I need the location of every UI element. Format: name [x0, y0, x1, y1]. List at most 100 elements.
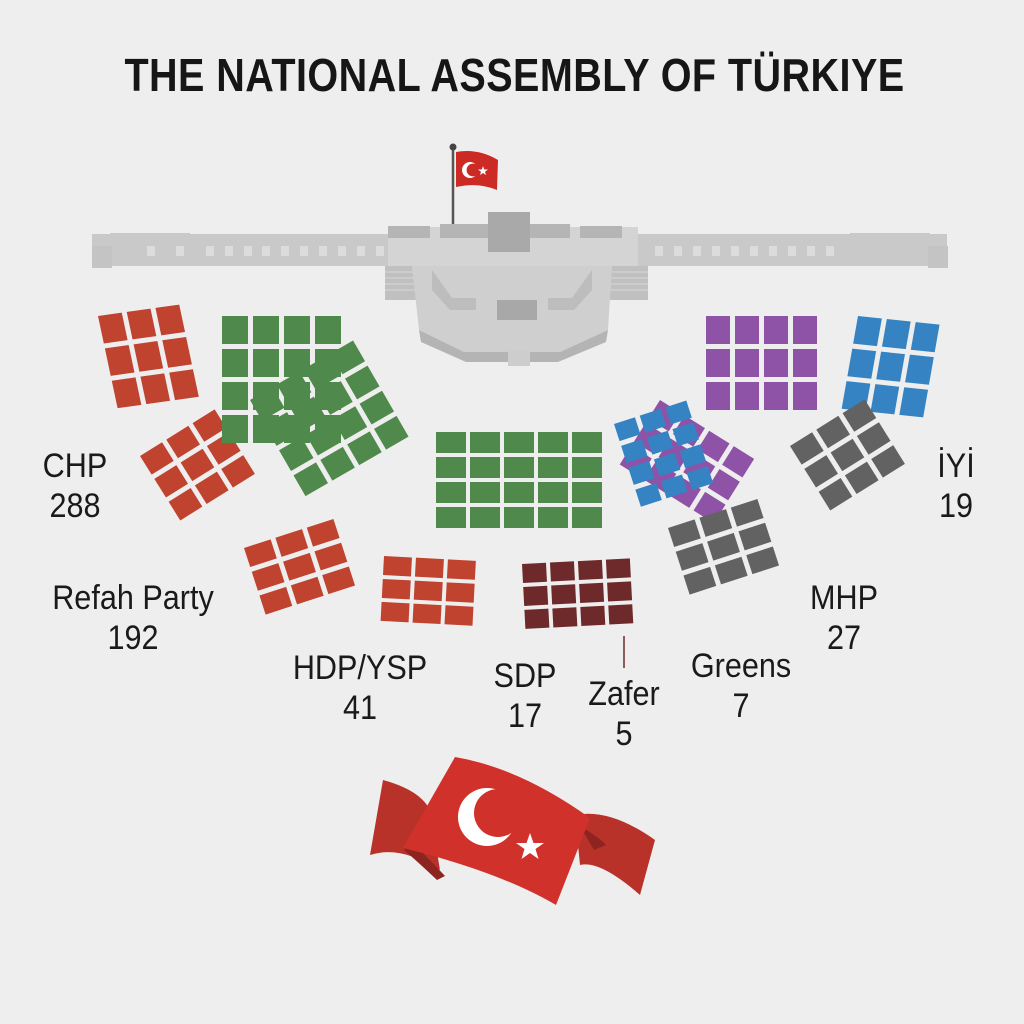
seat: [380, 601, 410, 623]
seat: [714, 556, 748, 585]
seat: [264, 412, 300, 446]
seat: [222, 316, 248, 344]
seat: [661, 474, 688, 499]
seat: [605, 558, 631, 579]
seat: [279, 437, 314, 472]
seat: [706, 316, 730, 344]
seat: [730, 498, 764, 527]
seat: [572, 482, 602, 503]
seat: [315, 316, 341, 344]
seat: [735, 349, 759, 377]
seat: [314, 542, 348, 571]
seat: [303, 356, 339, 390]
seat: [646, 430, 674, 455]
party-seats: 7: [732, 687, 750, 725]
seat: [614, 417, 641, 442]
seat: [126, 308, 157, 340]
party-label-sdp: SDP 17: [485, 656, 566, 736]
seat: [707, 532, 740, 561]
seat: [251, 563, 285, 591]
seat: [259, 586, 293, 615]
seat: [504, 507, 534, 528]
seat: [706, 349, 730, 377]
seat: [853, 316, 882, 347]
seat: [374, 415, 409, 450]
seat: [697, 430, 730, 463]
party-label-zafer: Zafer 5: [579, 674, 669, 754]
seat: [504, 457, 534, 478]
party-seats: 17: [507, 697, 543, 735]
seat: [551, 584, 577, 605]
seat: [844, 461, 879, 495]
seat: [804, 455, 839, 488]
seat: [608, 604, 634, 625]
seat: [320, 446, 355, 481]
seat: [816, 415, 850, 449]
seat: [899, 387, 929, 418]
seat: [222, 415, 248, 443]
seat: [628, 460, 655, 485]
seat: [306, 518, 340, 547]
seat: [222, 349, 248, 377]
seat: [683, 566, 717, 595]
seat: [276, 371, 312, 406]
seat: [538, 507, 568, 528]
party-label-chp: CHP 288: [35, 446, 116, 526]
seat: [572, 457, 602, 478]
seat: [154, 465, 189, 498]
seat: [332, 406, 368, 441]
party-name: HDP/YSP: [292, 649, 428, 687]
seat: [345, 365, 380, 400]
seat: [275, 529, 309, 557]
seat: [793, 316, 817, 344]
seat: [169, 369, 199, 401]
seat: [470, 507, 500, 528]
seat: [577, 559, 603, 581]
seat: [905, 354, 934, 385]
seat: [330, 340, 366, 375]
page-title: THE NATIONAL ASSEMBLY OF TÜRKIYE: [124, 49, 905, 101]
seat: [383, 556, 412, 577]
seat: [318, 381, 353, 415]
seat: [686, 466, 714, 491]
seat: [876, 351, 905, 382]
seat: [538, 482, 568, 503]
party-seats: 19: [938, 487, 974, 525]
seat: [168, 488, 203, 521]
seat: [668, 519, 701, 548]
seat: [818, 478, 853, 511]
party-label-refah: Refah Party 192: [39, 578, 228, 658]
seat: [793, 349, 817, 377]
seat: [253, 316, 279, 344]
party-seats: 288: [49, 487, 101, 525]
seat: [381, 578, 411, 600]
party-name: Refah Party: [52, 579, 214, 617]
party-seats: 41: [342, 689, 378, 727]
seat: [412, 603, 442, 625]
seat: [722, 446, 755, 478]
seat: [870, 384, 900, 415]
seat: [707, 469, 740, 501]
seat: [283, 552, 316, 581]
seat: [764, 349, 788, 377]
seat: [221, 455, 255, 488]
seat: [192, 409, 227, 442]
seat: [522, 562, 547, 583]
seat: [504, 482, 534, 503]
seat: [293, 462, 329, 497]
seat: [635, 482, 662, 507]
seat: [871, 445, 905, 478]
party-label-mhp: MHP 27: [799, 578, 889, 658]
seat: [699, 509, 733, 537]
party-name: SDP: [493, 657, 557, 695]
party-name: İYİ: [937, 447, 975, 485]
seat: [155, 304, 186, 336]
seat: [446, 559, 476, 580]
seat: [830, 438, 865, 472]
seat: [249, 387, 285, 421]
seat: [445, 582, 475, 603]
seat: [735, 382, 759, 410]
